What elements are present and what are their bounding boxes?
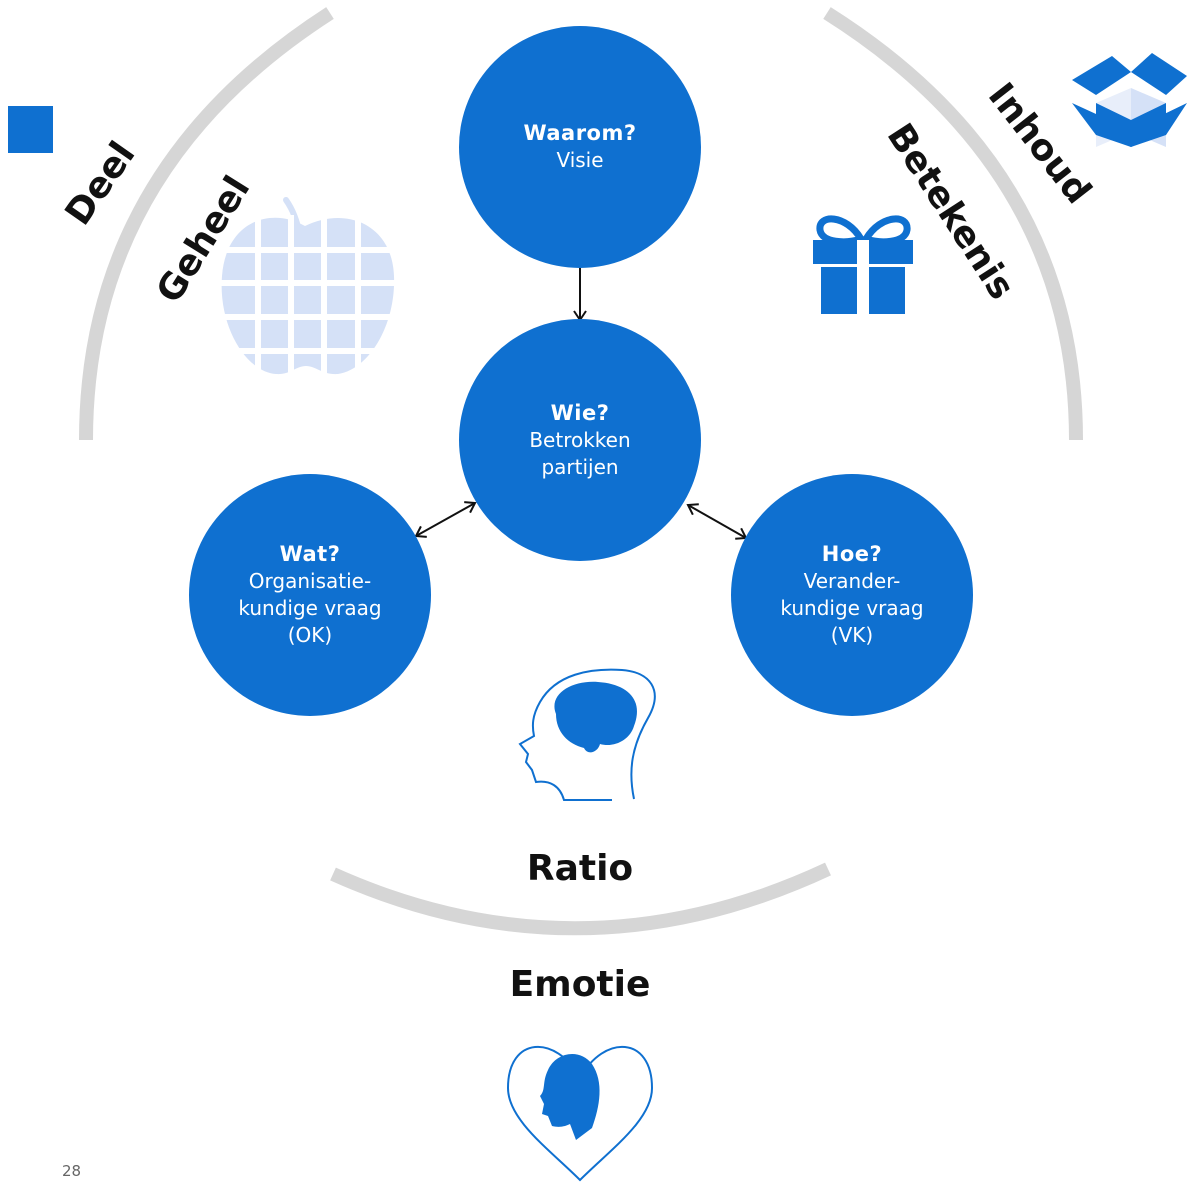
node-wat: Wat? Organisatie- kundige vraag (OK): [189, 474, 431, 716]
node-waarom-description: Visie: [556, 148, 604, 172]
open-box-icon: [1072, 53, 1187, 147]
node-hoe-question: Hoe?: [821, 542, 883, 566]
node-wat-question: Wat?: [279, 542, 341, 566]
head-brain-icon: [518, 668, 656, 801]
arrow-wie-hoe: [686, 503, 748, 540]
node-wie-description: Betrokken partijen: [529, 427, 631, 479]
arrow-wie-wat: [414, 501, 477, 538]
node-waarom: Waarom? Visie: [459, 26, 701, 268]
label-ratio: Ratio: [526, 848, 634, 889]
node-wat-description: Organisatie- kundige vraag (OK): [238, 569, 382, 647]
node-wie-question: Wie?: [550, 400, 610, 425]
gift-icon: [813, 215, 913, 314]
node-hoe-description: Verander- kundige vraag (VK): [780, 569, 924, 647]
apple-grid-icon: [220, 197, 398, 380]
right-outer-arc: [823, 7, 1083, 441]
node-hoe: Hoe? Verander- kundige vraag (VK): [731, 474, 973, 716]
node-waarom-question: Waarom?: [523, 121, 637, 145]
bottom-arc: [330, 862, 831, 936]
left-outer-arc: [79, 7, 334, 441]
heart-head-icon: [506, 1045, 654, 1182]
blue-square-marker: [8, 106, 53, 153]
page-number: 28: [62, 1162, 82, 1180]
label-emotie: Emotie: [509, 964, 651, 1005]
node-wie: Wie? Betrokken partijen: [459, 319, 701, 561]
